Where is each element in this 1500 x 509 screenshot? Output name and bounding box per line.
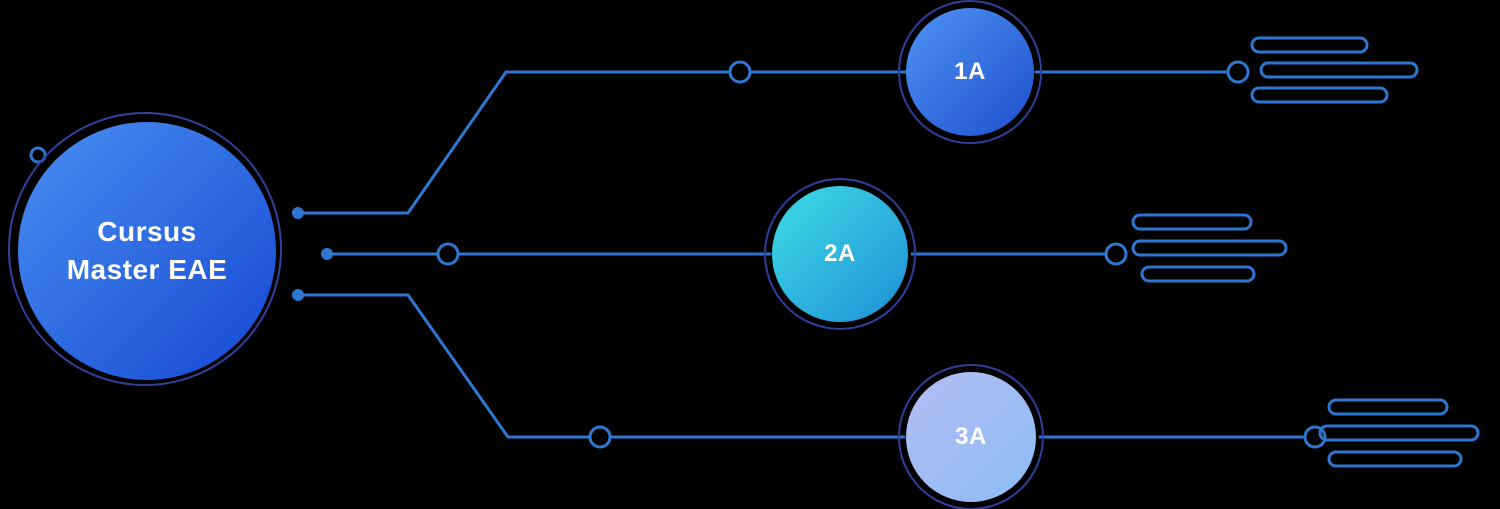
node-3a: 3A	[898, 364, 1044, 509]
node-root-label: Cursus Master EAE	[67, 213, 228, 289]
placeholder-bar	[1250, 36, 1369, 54]
connector-lines	[300, 70, 1304, 439]
node-root-label-line2: Master EAE	[66, 254, 228, 285]
node-1a: 1A	[898, 0, 1042, 144]
ring-top-end-icon	[1226, 60, 1250, 84]
placeholder-bar	[1327, 398, 1449, 416]
placeholder-bar	[1140, 265, 1256, 283]
hollow-rings	[29, 60, 1327, 449]
node-root: Cursus Master EAE	[8, 112, 282, 386]
placeholder-bar	[1250, 86, 1389, 104]
placeholder-bar	[1318, 424, 1480, 442]
connector-top-left	[300, 70, 908, 215]
ring-bottom-line-icon	[588, 425, 612, 449]
placeholder-group-middle	[1131, 213, 1288, 283]
dot-top-icon	[292, 207, 304, 219]
dot-bottom-icon	[292, 289, 304, 301]
ring-middle-end-icon	[1104, 242, 1128, 266]
ring-root-edge-icon	[29, 146, 47, 164]
junction-dots	[292, 207, 333, 301]
dot-middle-icon	[321, 248, 333, 260]
node-3a-label: 3A	[955, 422, 987, 450]
ring-top-line-icon	[728, 60, 752, 84]
placeholder-group-bottom	[1318, 398, 1480, 468]
connector-bottom-left	[300, 293, 906, 439]
placeholder-group-top	[1250, 36, 1419, 104]
node-1a-label: 1A	[954, 57, 986, 85]
placeholder-bar	[1327, 450, 1463, 468]
placeholder-bar	[1131, 213, 1253, 231]
node-2a: 2A	[764, 178, 916, 330]
ring-middle-line-icon	[436, 242, 460, 266]
placeholder-bar	[1131, 239, 1288, 257]
node-root-label-line1: Cursus	[97, 216, 197, 248]
node-2a-label: 2A	[824, 239, 856, 267]
text-placeholder-bars	[1131, 36, 1480, 468]
placeholder-bar	[1259, 61, 1419, 79]
